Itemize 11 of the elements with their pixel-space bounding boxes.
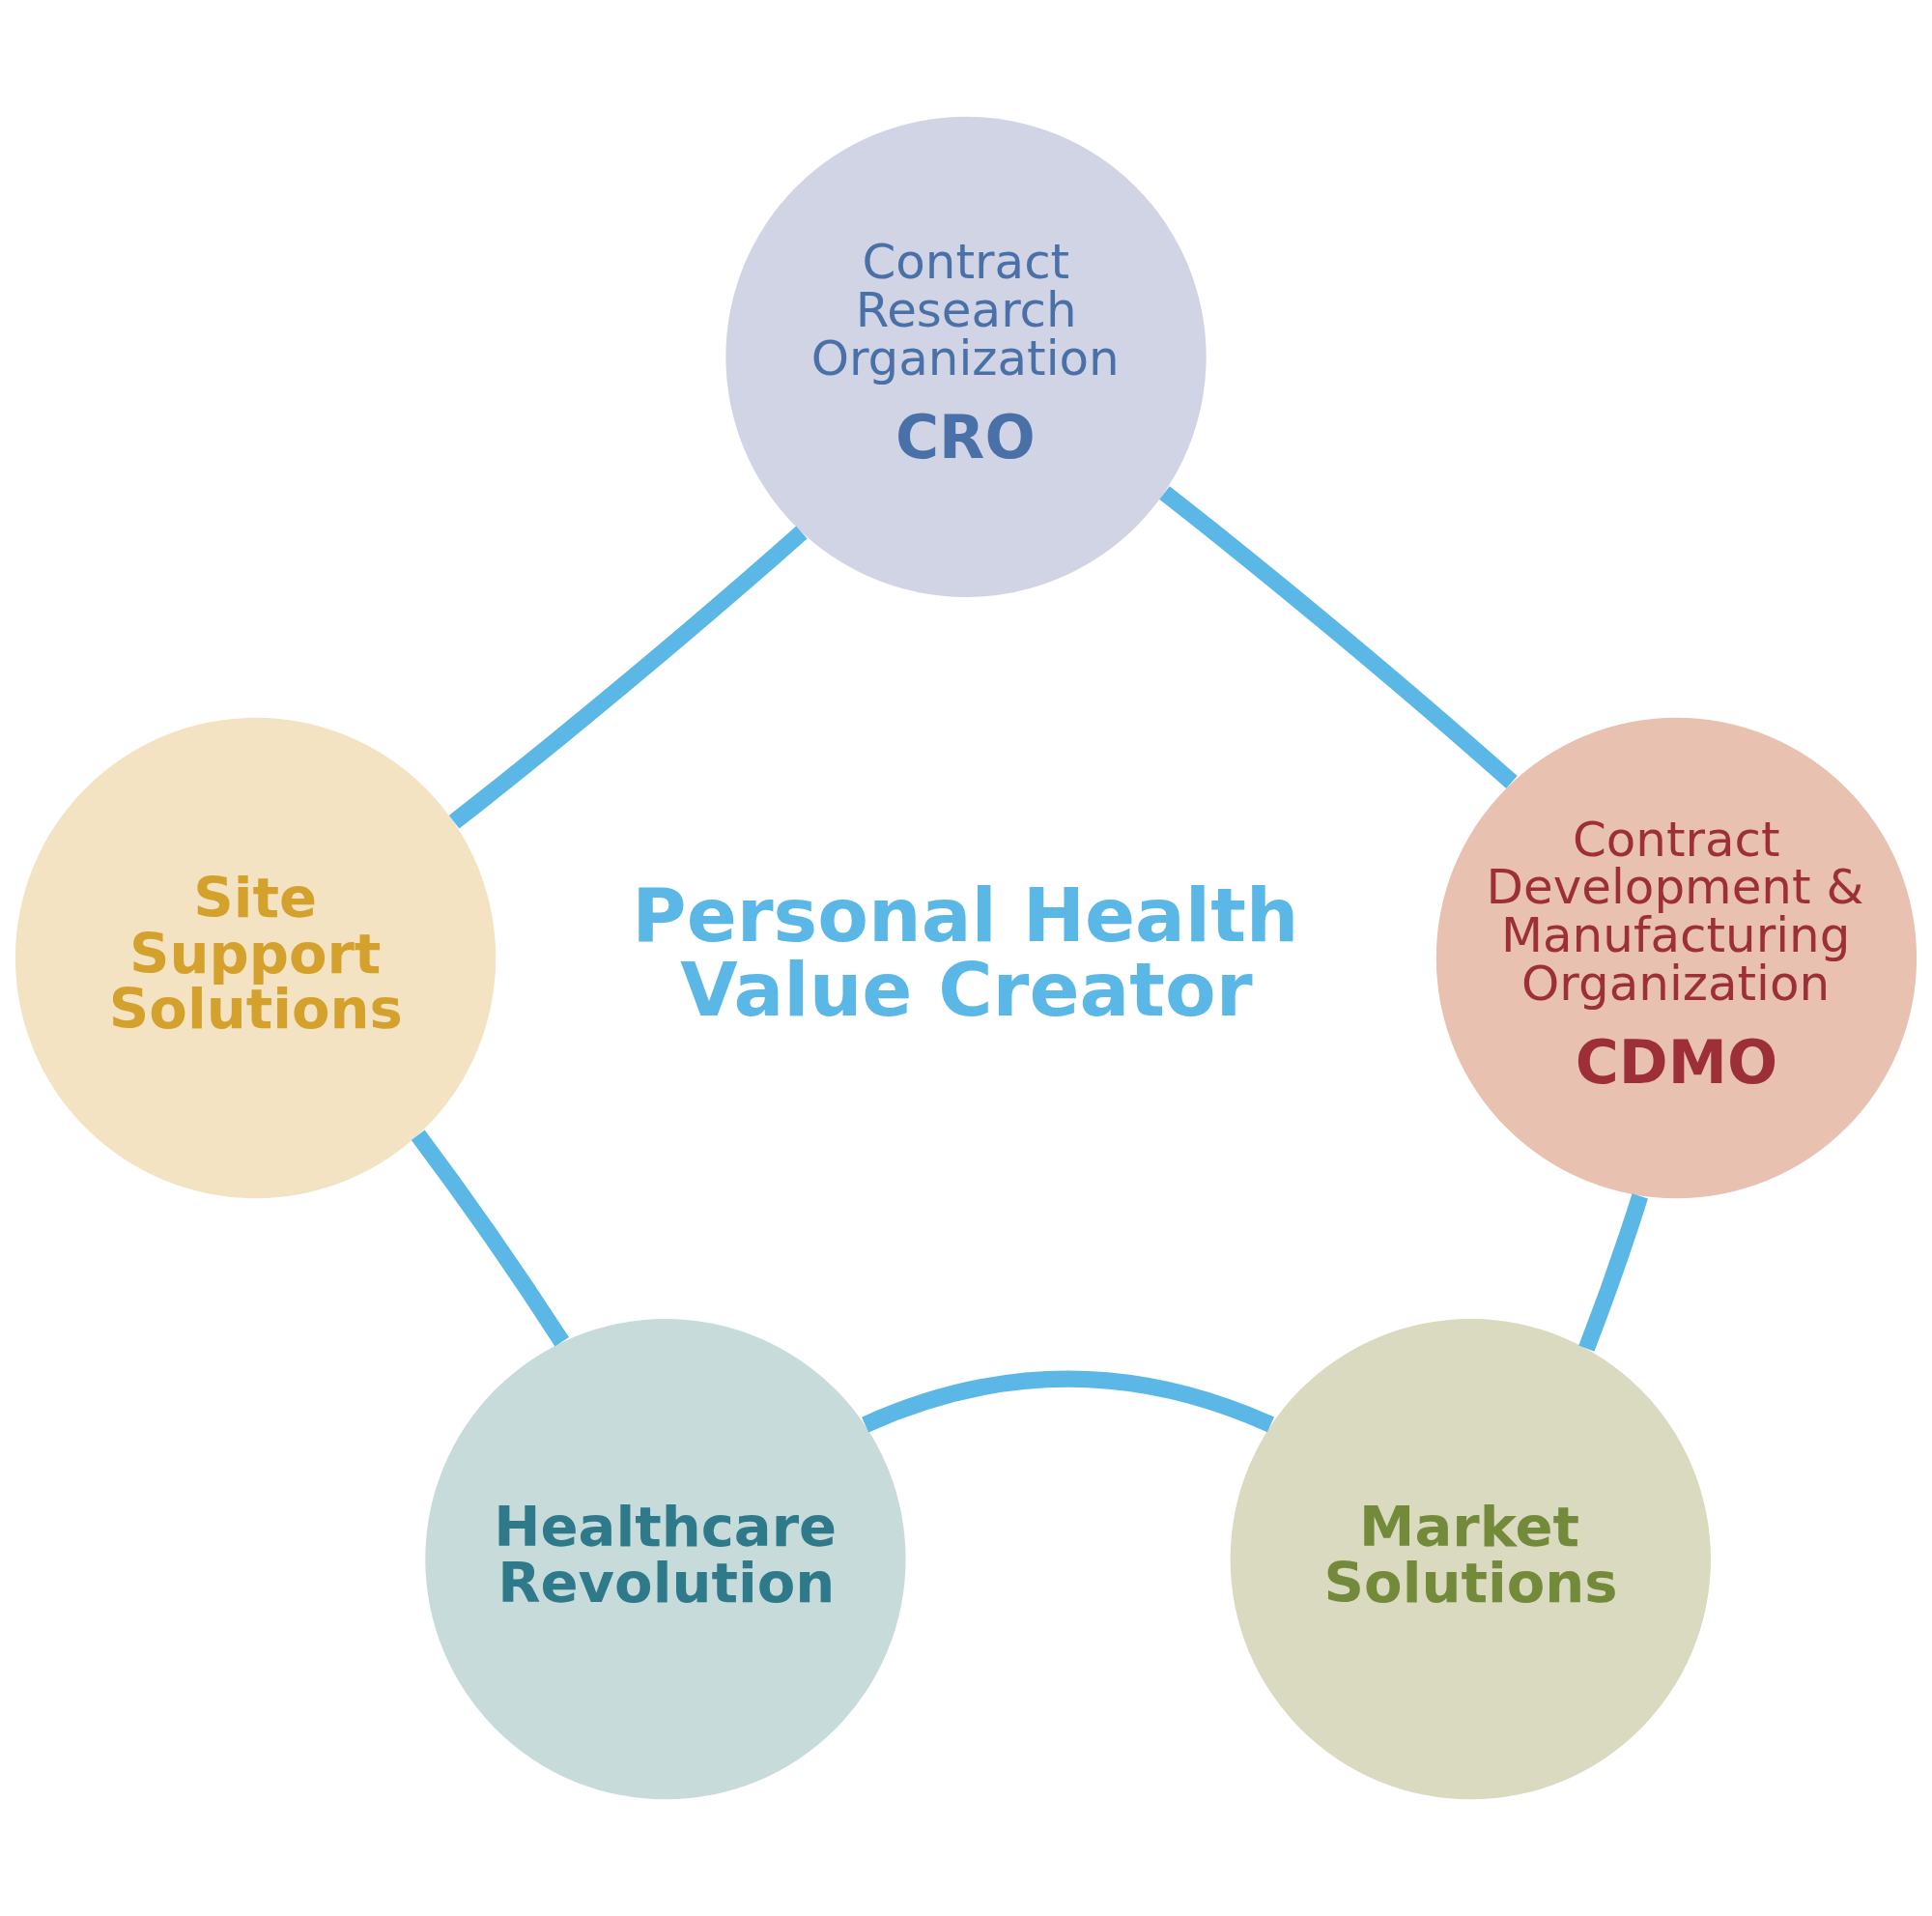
connector — [862, 1370, 1274, 1433]
label: Personal Health Value Creator — [632, 872, 1299, 1034]
connector — [448, 526, 808, 829]
node-circle: Contract Research Organization CRO — [725, 116, 1207, 597]
connector — [1578, 1193, 1649, 1352]
connector — [1159, 486, 1518, 789]
node-circle: Healthcare Revolution — [425, 1319, 906, 1800]
node-circle: Site Support Solutions — [14, 717, 497, 1199]
node-circle: Market Solutions — [1230, 1319, 1711, 1800]
connector — [411, 1130, 569, 1347]
node-circle: Contract Development & Manufacturing Organization CDMO — [1435, 717, 1918, 1199]
